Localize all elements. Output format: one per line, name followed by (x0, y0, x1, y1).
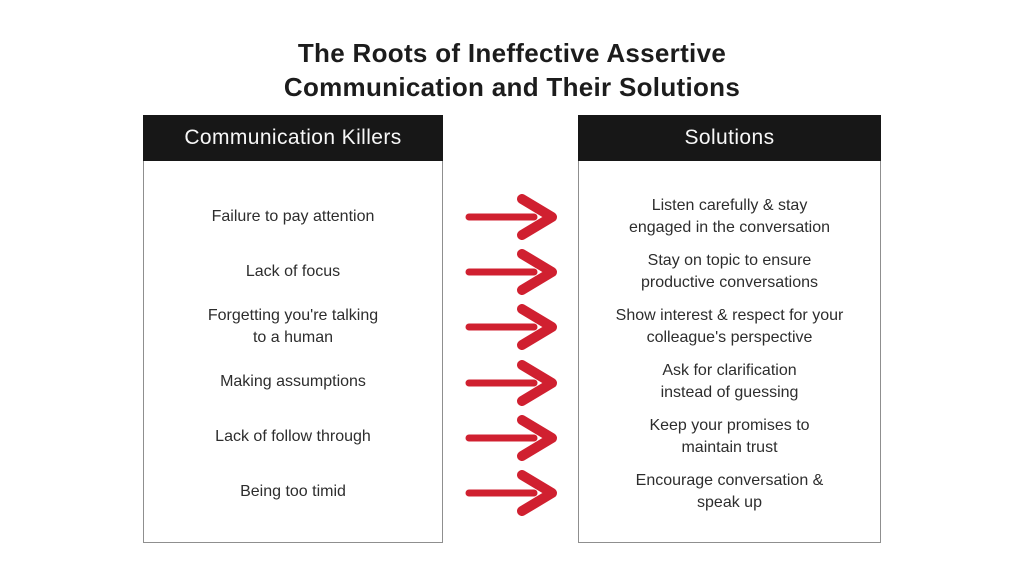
killer-text: Lack of focus (245, 262, 341, 280)
solution-text: Show interest & respect for your (615, 306, 844, 324)
solution-text: Keep your promises to (649, 417, 810, 435)
solution-text: maintain trust (681, 439, 778, 457)
killer-text: Forgetting you're talking (207, 306, 379, 324)
killer-text: Lack of follow through (215, 428, 371, 446)
list-item: Lack of focus (152, 244, 434, 299)
solution-text: Listen carefully & stay (651, 196, 808, 214)
solution-text: speak up (697, 494, 762, 512)
page-title-line1: The Roots of Ineffective Assertive (297, 38, 727, 68)
communication-killers-list: Failure to pay attention Lack of focus F… (143, 161, 443, 543)
right-arrow-icon (443, 244, 578, 299)
page-title: The Roots of Ineffective Assertive Commu… (0, 36, 1024, 104)
communication-killers-header: Communication Killers (143, 115, 443, 161)
list-item: Ask for clarification instead of guessin… (587, 355, 872, 410)
page-title-line2: Communication and Their Solutions (283, 72, 741, 102)
right-arrow-icon (443, 410, 578, 465)
solution-text: Encourage conversation & (635, 472, 824, 490)
solution-text: instead of guessing (660, 384, 799, 402)
communication-killers-box: Communication Killers Failure to pay att… (143, 115, 443, 543)
list-item: Being too timid (152, 465, 434, 520)
killer-text: Making assumptions (220, 373, 366, 391)
solutions-box: Solutions Listen carefully & stay engage… (578, 115, 881, 543)
solution-text: productive conversations (641, 273, 818, 291)
list-item: Encourage conversation & speak up (587, 465, 872, 520)
list-item: Lack of follow through (152, 410, 434, 465)
solution-text: Ask for clarification (662, 362, 797, 380)
solutions-list: Listen carefully & stay engaged in the c… (578, 161, 881, 543)
arrow-column (443, 161, 578, 543)
solution-text: engaged in the conversation (628, 218, 831, 236)
solution-text: colleague's perspective (646, 328, 813, 346)
list-item: Failure to pay attention (152, 189, 434, 244)
right-arrow-icon (443, 300, 578, 355)
list-item: Listen carefully & stay engaged in the c… (587, 189, 872, 244)
solutions-header: Solutions (578, 115, 881, 161)
solution-text: Stay on topic to ensure (647, 251, 812, 269)
killer-text: Failure to pay attention (211, 207, 375, 225)
list-item: Stay on topic to ensure productive conve… (587, 244, 872, 299)
killer-text: to a human (252, 328, 334, 346)
list-item: Forgetting you're talking to a human (152, 299, 434, 354)
killer-text: Being too timid (240, 483, 346, 501)
list-item: Making assumptions (152, 355, 434, 410)
right-arrow-icon (443, 466, 578, 521)
list-item: Show interest & respect for your colleag… (587, 299, 872, 354)
right-arrow-icon (443, 189, 578, 244)
list-item: Keep your promises to maintain trust (587, 410, 872, 465)
right-arrow-icon (443, 355, 578, 410)
